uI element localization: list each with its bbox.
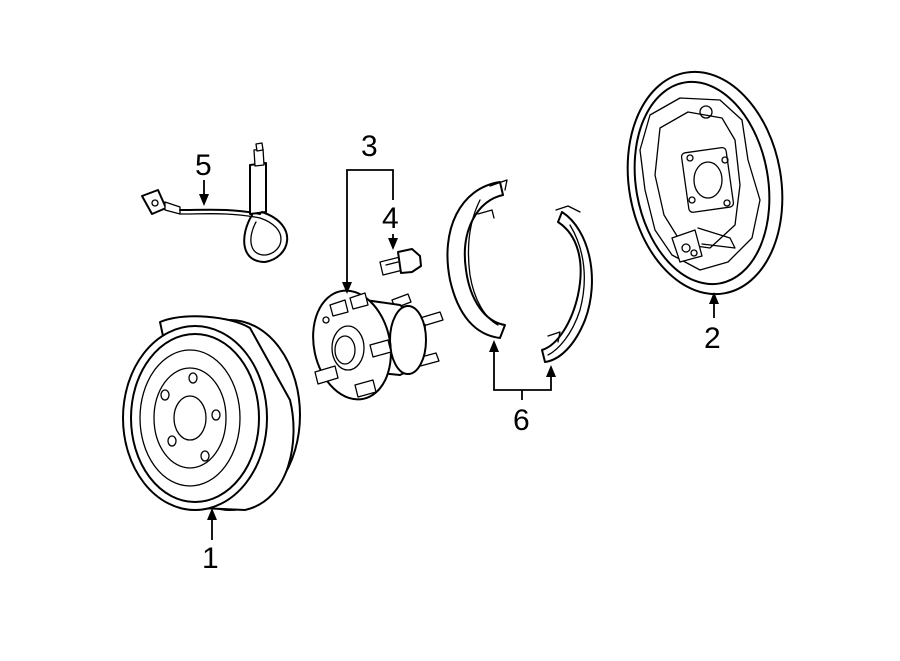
callout-5: 5 <box>195 149 212 182</box>
bolt <box>379 248 422 276</box>
sensor-harness <box>141 142 289 263</box>
backing-plate <box>626 70 784 296</box>
brake-drum <box>122 315 301 511</box>
callout-6: 6 <box>513 404 530 437</box>
callout-4: 4 <box>382 202 399 235</box>
hub-bearing-assembly <box>312 289 444 401</box>
callout-2: 2 <box>704 322 721 355</box>
callout-1: 1 <box>202 542 219 575</box>
callout-3: 3 <box>361 130 378 163</box>
leader-lines <box>199 169 719 540</box>
brake-shoes <box>446 179 593 363</box>
